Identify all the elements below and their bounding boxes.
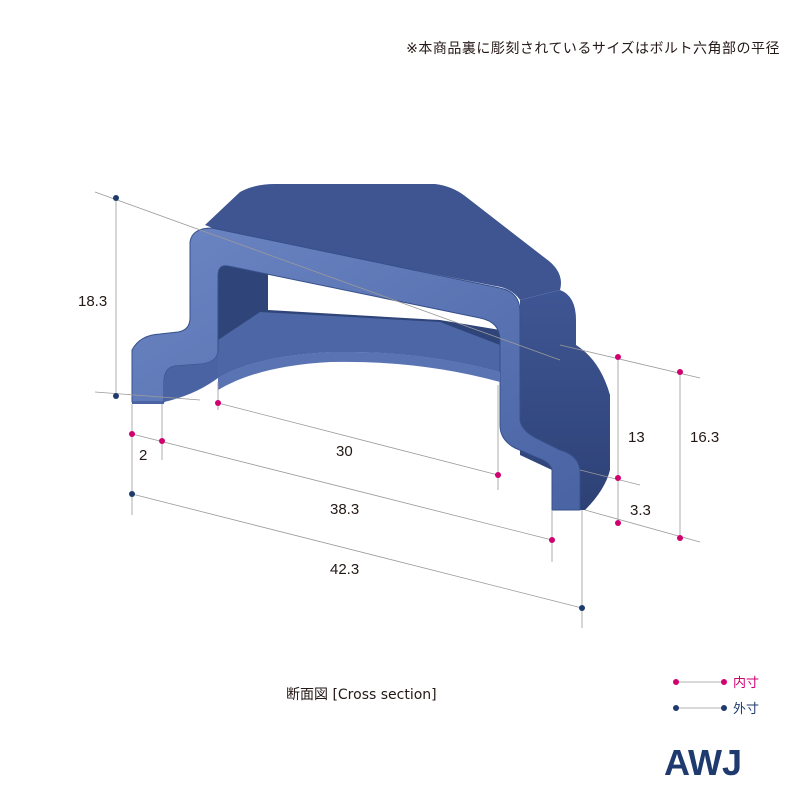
dot — [113, 393, 119, 399]
dot — [159, 438, 165, 444]
dim-inner-width: 30 — [336, 443, 353, 460]
dot — [615, 354, 621, 360]
legend-inner-dot-left — [673, 679, 679, 685]
dot — [615, 475, 621, 481]
dimension-lines — [94, 191, 701, 628]
part-left-lip — [132, 350, 218, 404]
dot — [129, 491, 135, 497]
dim-wall: 2 — [139, 447, 147, 464]
legend-inner-dot-right — [721, 679, 727, 685]
dot — [129, 431, 135, 437]
size-note: ※本商品裏に彫刻されているサイズはボルト六角部の平径 — [406, 41, 780, 57]
legend-outer-label: 外寸 — [733, 702, 759, 717]
legend-outer-dot-right — [721, 705, 727, 711]
inner-dots — [129, 354, 683, 543]
dot — [495, 472, 501, 478]
outer-dots — [113, 195, 585, 611]
dot — [677, 535, 683, 541]
part-front-rim — [218, 351, 500, 390]
dot — [579, 605, 585, 611]
logo-text: AWJ — [664, 742, 742, 783]
dim-depth-outer: 16.3 — [690, 429, 719, 446]
dot — [615, 520, 621, 526]
dim-width-inner: 38.3 — [330, 501, 359, 518]
legend-outer-dot-left — [673, 705, 679, 711]
part-body — [131, 184, 610, 511]
caption: 断面図 [Cross section] — [286, 687, 437, 703]
dim-width-outer: 42.3 — [330, 561, 359, 578]
part-top-surface — [205, 184, 561, 300]
dot — [549, 537, 555, 543]
legend: 内寸 外寸 — [673, 675, 759, 717]
dot — [113, 195, 119, 201]
dim-depth-inner: 13 — [628, 429, 645, 446]
dim-height-outer: 18.3 — [78, 293, 107, 310]
awj-logo: AWJ — [664, 742, 742, 783]
part-inner-floor — [218, 312, 500, 378]
legend-inner-label: 内寸 — [733, 675, 759, 691]
dot — [677, 369, 683, 375]
dot — [215, 400, 221, 406]
dim-step: 3.3 — [630, 502, 651, 519]
